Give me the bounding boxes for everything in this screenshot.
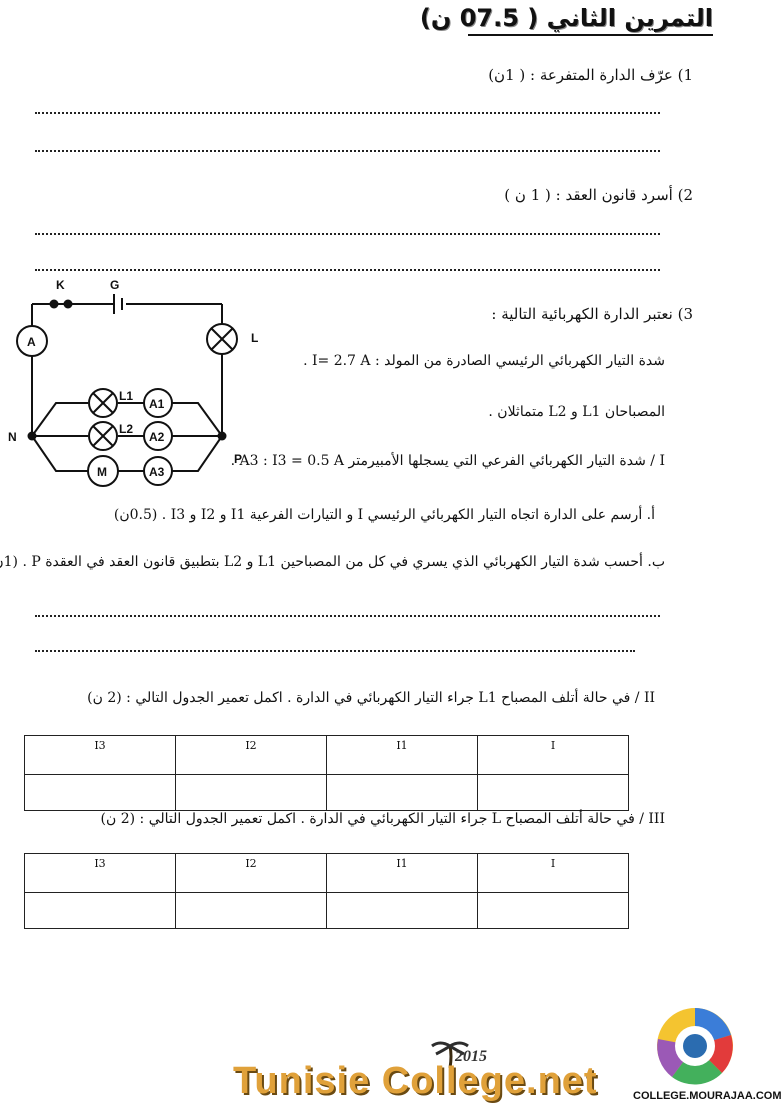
table-header-cell: I1	[326, 735, 478, 775]
node-p-label: P	[234, 452, 242, 466]
exercise-title: التمرين الثاني ( 07.5 ن)	[419, 4, 713, 32]
table-answer-cell[interactable]	[477, 774, 629, 811]
node-p	[217, 431, 227, 441]
mourajaa-badge-icon	[652, 1005, 738, 1091]
motor-label: M	[97, 465, 107, 479]
table-header-cell: I	[477, 853, 629, 893]
table-answer-row	[24, 774, 629, 811]
ammeter-symbol	[16, 325, 48, 357]
table-part-ii: I3 I2 I1 I	[24, 735, 629, 811]
table-header-cell: I3	[24, 735, 176, 775]
table-answer-cell[interactable]	[477, 892, 629, 929]
question-1-number: 1)	[677, 66, 693, 84]
table-header-cell: I2	[175, 853, 327, 893]
node-n	[27, 431, 37, 441]
question-3-number: 3)	[677, 305, 693, 323]
answer-line	[35, 269, 660, 271]
question-2: 2) أسرد قانون العقد : ( 1 ن )	[504, 186, 693, 204]
title-underline	[468, 34, 713, 36]
table-answer-cell[interactable]	[24, 774, 176, 811]
question-1-text: عرّف الدارة المتفرعة : ( 1ن)	[488, 66, 673, 84]
table-answer-cell[interactable]	[326, 892, 478, 929]
given-identical-lamps: المصباحان L1 و L2 متماثلان .	[488, 404, 665, 420]
lamp-l2-label: L2	[119, 422, 133, 436]
table-answer-cell[interactable]	[175, 774, 327, 811]
question-1: 1) عرّف الدارة المتفرعة : ( 1ن)	[488, 66, 693, 84]
ammeter-label: A	[27, 335, 36, 349]
ammeter-a3-symbol	[143, 456, 173, 486]
given-branch-current: I / شدة التيار الكهربائي الفرعي التي يسج…	[230, 453, 665, 469]
lamp-l-symbol	[206, 323, 238, 355]
mourajaa-site[interactable]: COLLEGE.MOURAJAA.COM	[633, 1090, 782, 1102]
table-header-row: I3 I2 I1 I	[24, 853, 629, 893]
given-main-current: شدة التيار الكهربائي الرئيسي الصادرة من …	[303, 353, 665, 369]
ammeter-a2-symbol	[143, 421, 173, 451]
part-iii-instruction: III / في حالة أتلف المصباح L جراء التيار…	[100, 811, 665, 827]
switch-label: K	[56, 278, 65, 292]
logo-year: 2015	[455, 1048, 487, 1065]
question-3-text: نعتبر الدارة الكهربائية التالية :	[491, 305, 673, 323]
part-a-instruction: أ. أرسم على الدارة اتجاه التيار الكهربائ…	[113, 507, 655, 523]
table-answer-cell[interactable]	[175, 892, 327, 929]
answer-line	[35, 112, 660, 114]
table-answer-row	[24, 892, 629, 929]
table-header-cell: I	[477, 735, 629, 775]
ammeter-a1-label: A1	[149, 397, 165, 411]
table-part-iii: I3 I2 I1 I	[24, 853, 629, 929]
tunisie-college-logo[interactable]: Tunisie College.net	[233, 1060, 598, 1102]
answer-line	[35, 150, 660, 152]
switch-contact	[63, 299, 73, 309]
table-answer-cell[interactable]	[24, 892, 176, 929]
ammeter-a2-label: A2	[149, 430, 165, 444]
question-3: 3) نعتبر الدارة الكهربائية التالية :	[491, 305, 693, 323]
node-n-label: N	[8, 430, 17, 444]
lamp-l1-symbol	[88, 388, 118, 418]
table-header-row: I3 I2 I1 I	[24, 735, 629, 775]
question-2-text: أسرد قانون العقد : ( 1 ن )	[504, 186, 673, 204]
table-answer-cell[interactable]	[326, 774, 478, 811]
table-header-cell: I1	[326, 853, 478, 893]
lamp-l1-label: L1	[119, 389, 133, 403]
answer-line	[35, 615, 660, 617]
motor-symbol	[87, 455, 119, 487]
answer-line	[35, 650, 635, 652]
table-header-cell: I3	[24, 853, 176, 893]
question-2-number: 2)	[677, 186, 693, 204]
answer-line	[35, 233, 660, 235]
part-b-instruction: ب. أحسب شدة التيار الكهربائي الذي يسري ف…	[0, 554, 665, 570]
part-ii-instruction: II / في حالة أتلف المصباح L1 جراء التيار…	[87, 690, 655, 706]
lamp-l-label: L	[251, 331, 258, 345]
switch-contact	[49, 299, 59, 309]
lamp-l2-symbol	[88, 421, 118, 451]
circuit-diagram: K G A L N P L1 L2 M A1 A2 A3	[8, 278, 258, 487]
ammeter-a1-symbol	[143, 388, 173, 418]
generator-label: G	[110, 278, 119, 292]
ammeter-a3-label: A3	[149, 465, 165, 479]
table-header-cell: I2	[175, 735, 327, 775]
palm-tree-icon	[430, 1038, 470, 1072]
